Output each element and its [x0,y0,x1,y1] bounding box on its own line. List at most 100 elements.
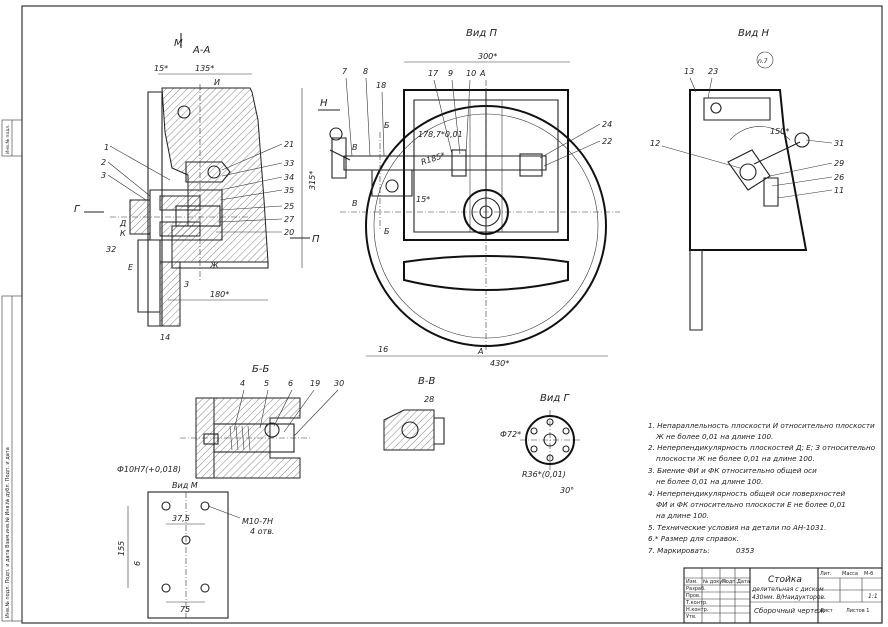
tb-row-label: Н.контр. [686,607,709,613]
part-2: 2 [101,158,106,167]
marking-code: 0353 [736,546,755,555]
part-11: 11 [834,186,844,195]
part-10: 10 [466,69,476,78]
part-27: 27 [284,215,295,224]
part-14: 14 [160,333,170,342]
tb-sheet-label: Лист [820,608,833,614]
tb-row-label: Разраб. [686,586,706,592]
margin-bottom-label: Инв.№ подл. Подп. и дата Взам.инв.№ Инв.… [5,447,11,618]
part-16: 16 [378,345,388,354]
section-vv-title: В-В [418,376,435,387]
dim-r185: R185* [420,151,446,167]
part-20: 20 [284,228,294,237]
part-21: 21 [284,140,294,149]
letter-d: Д [119,219,126,228]
part-1: 1 [104,143,109,152]
tb-row-label: Утв. [686,614,697,620]
note-line: плоскости Ж не более 0,01 на длине 100. [656,454,815,463]
view-n-title: Вид Н [738,28,769,39]
dim-15: 15* [154,64,168,73]
letter-e: Е [128,263,134,272]
part-22: 22 [602,137,612,146]
part-32: 32 [106,245,116,254]
letter-n: Н [320,98,328,109]
letter-zh: Ж [209,261,219,270]
part-18: 18 [376,81,386,90]
part-12: 12 [650,139,660,148]
tb-row-label: Пров. [686,593,701,599]
margin-top-label: Инв.№ подл. [5,124,11,154]
section-aa-title: А-А [192,45,210,56]
part-25: 25 [284,202,294,211]
letter-k: К [120,229,126,238]
part-33: 33 [284,159,294,168]
tb-name-line3: 430мм. В/Наидукторов. [752,594,826,601]
letter-p: П [312,234,320,245]
dim-75: 75 [180,605,190,614]
dim-37-5: 37,5 [172,514,190,523]
dim-135: 135* [195,64,214,73]
part-34: 34 [284,173,294,182]
tb-row-label: Т.контр. [685,600,708,606]
letter-a-top: А [479,69,485,78]
part-30: 30 [334,379,344,388]
dim-315: 315* [308,171,317,190]
section-bb: Б-Б 4 5 6 19 30 Ф10Н7(+0,018) [117,364,344,479]
note-line: 2. Неперпендикулярность плоскостей Д; Е;… [648,443,876,452]
tb-scale-label: М-б [864,571,873,577]
dim-6: 6 [133,561,142,566]
callout-n7: n.7 [758,58,768,65]
note-line: 6.* Размер для справок. [648,534,739,543]
view-p-title: Вид П [466,28,497,39]
dim-m10-count: 4 отв. [250,527,274,536]
tb-lit-label: Лит. [820,571,832,577]
part-28: 28 [424,395,434,404]
view-m: Вид М 37,5 75 155 6 М10-7Н 4 отв. [117,481,274,619]
view-g-title: Вид Г [540,393,570,404]
dim-72: Ф72* [500,430,521,439]
letter-a-bottom: А [477,347,483,356]
note-line: 4. Неперпендикулярность общей оси поверх… [648,489,845,498]
dim-15b: 15* [416,195,430,204]
part-6: 6 [288,379,293,388]
part-24: 24 [602,120,612,129]
section-aa: М А-А 15* 135* 315* 180* И К Д Е Ж Г [74,33,320,342]
part-5: 5 [264,379,269,388]
dim-r36: R36*(0,01) [522,470,566,479]
view-p: Вид П 300* 430* 178,7*0,01 R185* 15 [318,28,620,368]
dim-180: 180* [210,290,229,299]
sheet-frame [1,5,883,624]
tb-mass-label: Масса [842,571,858,577]
part-29: 29 [834,159,844,168]
part-26: 26 [834,173,844,182]
view-n: Вид Н n.7 150* 13 23 12 31 29 26 11 [650,28,844,331]
note-line: 3. Биение ФИ и ФК относительно общей оси [648,466,817,475]
letter-v-bottom: В [352,199,358,208]
dim-155: 155 [117,541,126,556]
note-line: 5. Технические условия на детали по АН-1… [648,523,826,532]
part-7: 7 [342,67,348,76]
tb-name-line2: делительная с диском [751,586,824,593]
note-line: на длине 100. [656,511,709,520]
tb-name-line1: Стойка [768,575,802,585]
dim-430: 430* [490,359,509,368]
dim-10h7: Ф10Н7(+0,018) [117,465,181,474]
note-line: Ж не более 0,01 на длине 100. [655,432,773,441]
letter-b-bottom: Б [384,227,390,236]
part-35: 35 [284,186,294,195]
note-line: не более 0,01 на длине 100. [656,477,763,486]
title-block: Изм. Разраб. Пров. Т.контр. Н.контр. Утв… [683,567,883,624]
letter-v-top: В [352,143,358,152]
tb-sheets-label: Листов 1 [846,608,869,614]
letter-b-top: Б [384,121,390,130]
tb-col-label: № докум. [703,579,728,585]
view-m-letter: М [174,38,183,49]
view-m-title: Вид М [172,481,198,490]
dim-300: 300* [478,52,497,61]
note-line: 7. Маркировать: [648,546,710,555]
tb-scale-value: 1:1 [868,593,878,600]
dim-m10: М10-7Н [242,517,273,526]
part-23: 23 [708,67,718,76]
section-bb-title: Б-Б [252,364,269,375]
